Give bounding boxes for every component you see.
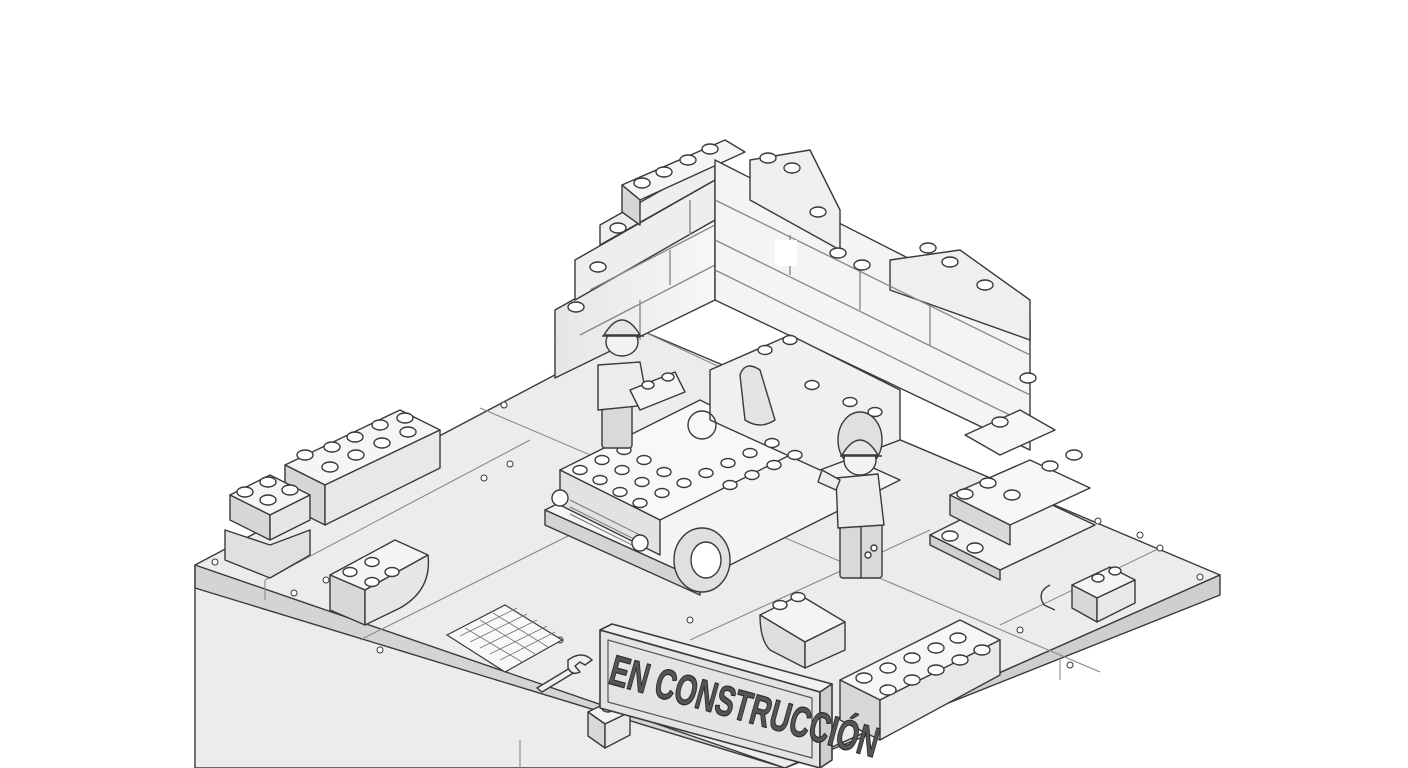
right-brick-stack [929,409,1096,581]
wrench-icon [535,654,594,693]
minifigure-worker-left [597,319,686,449]
curved-brick [329,539,430,626]
slope-brick [759,591,846,669]
left-brick-wall [554,139,746,379]
blueprint-grid-icon [445,604,564,673]
small-brick-right [1040,566,1136,623]
right-brick-wall [714,149,1037,451]
minifigure-worker-right [817,439,885,579]
flat-brick-2x6 [839,619,1001,741]
left-brick-pile [224,409,441,579]
